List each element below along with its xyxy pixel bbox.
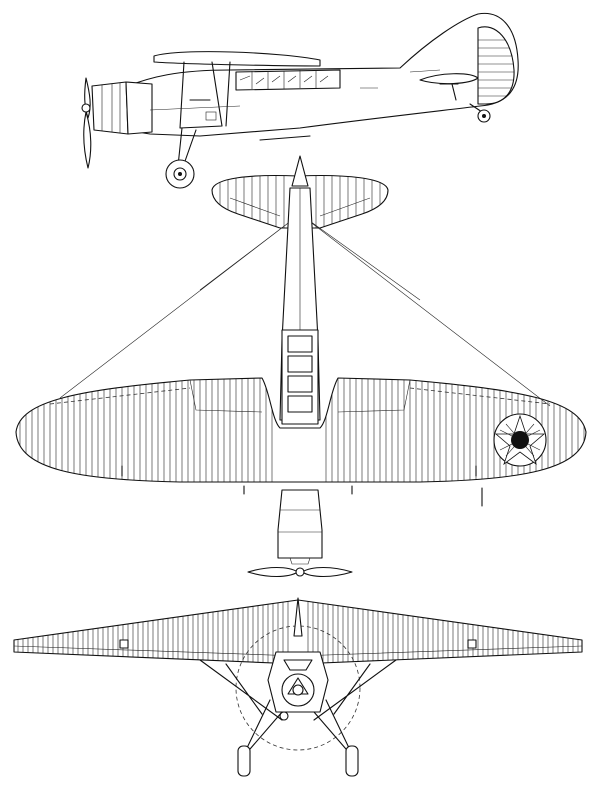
side-cabin-windows <box>235 69 341 91</box>
front-wing-fitting-right <box>467 639 477 649</box>
top-engine <box>277 489 323 559</box>
top-wing <box>15 377 587 483</box>
side-view <box>81 12 519 189</box>
top-cabin <box>281 329 319 425</box>
front-landing-gear <box>243 699 353 757</box>
top-propeller-right <box>301 566 353 578</box>
side-wing <box>153 51 321 67</box>
top-rigging-wires <box>59 213 551 407</box>
front-wing-fitting-left <box>119 639 129 649</box>
front-wheel-right <box>345 745 359 777</box>
top-roundel <box>493 413 547 467</box>
side-struts <box>179 61 231 129</box>
top-tailplane <box>211 174 389 229</box>
front-view <box>13 597 583 777</box>
side-rudder-ribs <box>478 39 515 97</box>
side-engine-cowling <box>91 81 129 135</box>
front-fin <box>293 597 303 637</box>
top-propeller-left <box>247 566 299 578</box>
front-propeller-disc <box>235 625 361 751</box>
front-struts <box>199 659 397 721</box>
top-fin <box>291 155 309 187</box>
side-tailplane <box>419 73 479 85</box>
top-view <box>15 155 587 578</box>
side-propeller-lower <box>83 111 92 169</box>
side-rudder <box>477 26 515 105</box>
front-wheel-left <box>237 745 251 777</box>
